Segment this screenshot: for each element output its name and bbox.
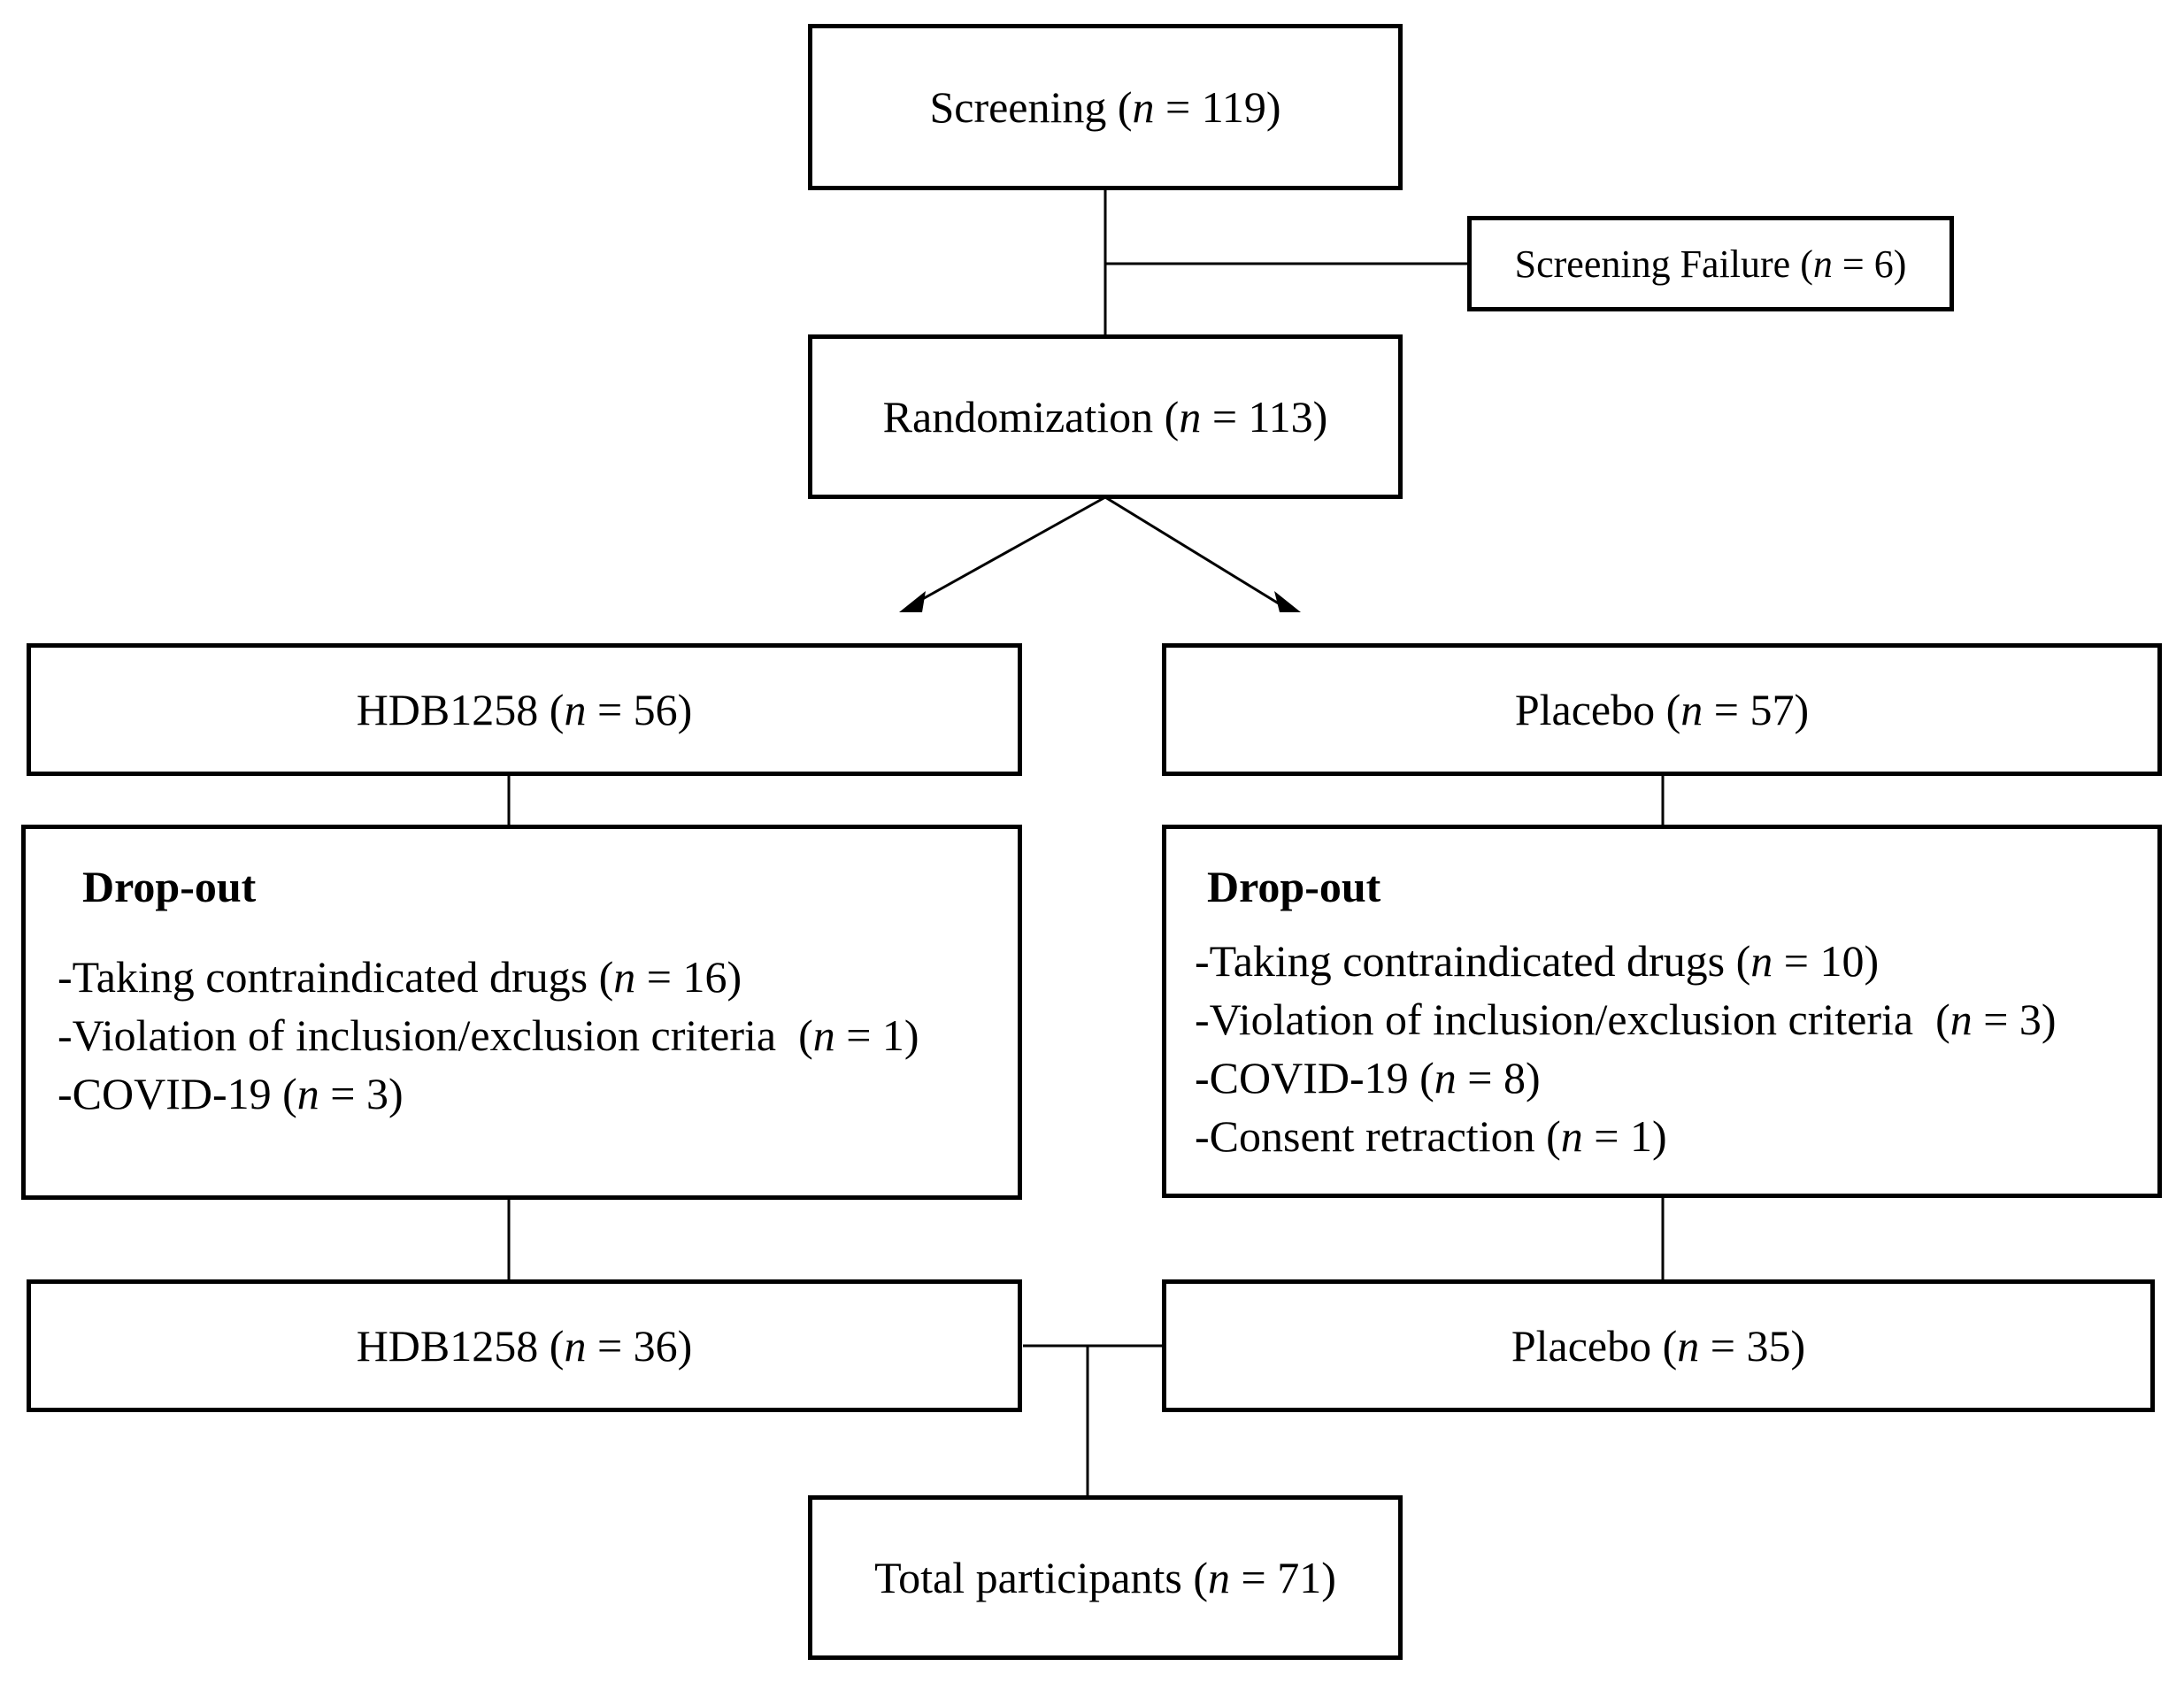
hdb-dropout-box: Drop-out -Taking contraindicated drugs (… [21, 825, 1022, 1200]
hdb-arm-box: HDB1258 (n = 56) [27, 643, 1022, 776]
placebo-arm-box: Placebo (n = 57) [1162, 643, 2162, 776]
arrow-head-placebo [1274, 591, 1301, 612]
placebo-dropout-item: -Consent retraction (n = 1) [1195, 1111, 1667, 1161]
total-label: Total participants [874, 1553, 1182, 1602]
arrow-line-placebo [1104, 495, 1282, 607]
screening-failure-count: 6 [1873, 242, 1894, 286]
hdb-dropout-item: -Taking contraindicated drugs (n = 16) [58, 952, 742, 1002]
n-symbol: n [1677, 1321, 1700, 1371]
n-symbol: n [1812, 242, 1833, 286]
screening-label: Screening [929, 82, 1107, 132]
hdb-dropout-item: -COVID-19 (n = 3) [58, 1069, 404, 1118]
placebo-dropout-title: Drop-out [1207, 862, 1381, 911]
arrow-head-hdb [899, 591, 926, 612]
screening-failure-box: Screening Failure (n = 6) [1467, 216, 1954, 311]
placebo-final-box: Placebo (n = 35) [1162, 1279, 2155, 1412]
n-symbol: n [1208, 1553, 1231, 1602]
n-symbol: n [1179, 392, 1202, 442]
n-symbol: n [1680, 685, 1703, 734]
hdb-final-label: HDB1258 [356, 1321, 539, 1371]
screening-failure-label: Screening Failure [1514, 242, 1791, 286]
placebo-arm-count: 57 [1750, 685, 1795, 734]
randomization-count: 113 [1248, 392, 1313, 442]
placebo-arm-label: Placebo [1514, 685, 1656, 734]
total-box: Total participants (n = 71) [808, 1495, 1403, 1660]
placebo-final-label: Placebo [1511, 1321, 1652, 1371]
screening-box: Screening (n = 119) [808, 24, 1403, 190]
hdb-dropout-item: -Violation of inclusion/exclusion criter… [58, 1010, 919, 1060]
hdb-final-box: HDB1258 (n = 36) [27, 1279, 1022, 1412]
randomization-box: Randomization (n = 113) [808, 334, 1403, 499]
screening-count: 119 [1201, 82, 1266, 132]
hdb-arm-label: HDB1258 [356, 685, 539, 734]
hdb-dropout-title: Drop-out [82, 862, 257, 911]
n-symbol: n [564, 1321, 587, 1371]
hdb-final-count: 36 [633, 1321, 678, 1371]
n-symbol: n [564, 685, 587, 734]
placebo-dropout-box: Drop-out -Taking contraindicated drugs (… [1162, 825, 2162, 1198]
randomization-label: Randomization [882, 392, 1154, 442]
total-count: 71 [1277, 1553, 1322, 1602]
placebo-dropout-item: -COVID-19 (n = 8) [1195, 1053, 1541, 1102]
n-symbol: n [1132, 82, 1155, 132]
placebo-dropout-item: -Taking contraindicated drugs (n = 10) [1195, 936, 1880, 986]
placebo-final-count: 35 [1746, 1321, 1791, 1371]
hdb-arm-count: 56 [633, 685, 678, 734]
arrow-line-hdb [911, 495, 1106, 607]
placebo-dropout-item: -Violation of inclusion/exclusion criter… [1195, 995, 2057, 1044]
